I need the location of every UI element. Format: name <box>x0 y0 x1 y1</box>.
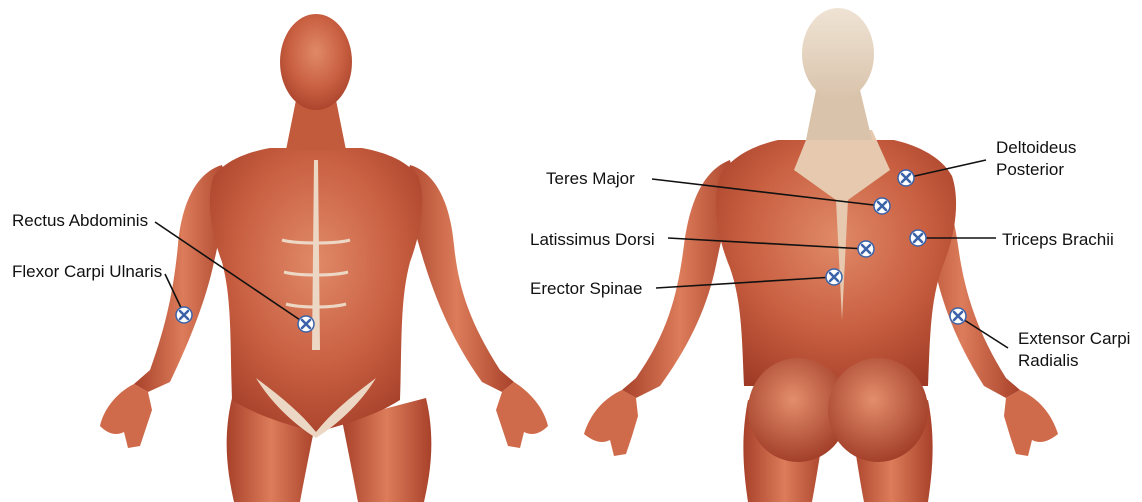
x-electrode-marker-icon <box>898 170 914 186</box>
back-right-hand <box>1004 390 1058 456</box>
label-extensor-carpi-radialis-line2: Radialis <box>1018 350 1130 372</box>
label-rectus-abdominis: Rectus Abdominis <box>12 210 148 232</box>
front-body <box>100 14 548 502</box>
label-flexor-carpi-ulnaris: Flexor Carpi Ulnaris <box>12 261 162 283</box>
x-electrode-marker-icon <box>910 230 926 246</box>
x-electrode-marker-icon <box>176 307 192 323</box>
front-head <box>280 14 352 110</box>
front-right-hand <box>496 382 548 448</box>
label-erector-spinae: Erector Spinae <box>530 278 642 300</box>
label-teres-major: Teres Major <box>546 168 635 190</box>
label-deltoideus-posterior-line2: Posterior <box>996 159 1076 181</box>
x-electrode-marker-icon <box>298 316 314 332</box>
x-electrode-marker-icon <box>950 308 966 324</box>
front-left-hand <box>100 384 152 448</box>
label-extensor-carpi-radialis-line1: Extensor Carpi <box>1018 328 1130 350</box>
label-latissimus-dorsi: Latissimus Dorsi <box>530 229 655 251</box>
back-right-glute <box>828 358 928 462</box>
x-electrode-marker-icon <box>874 198 890 214</box>
label-extensor-carpi-radialis: Extensor Carpi Radialis <box>1018 328 1130 372</box>
label-deltoideus-posterior: Deltoideus Posterior <box>996 137 1076 181</box>
label-triceps-brachii: Triceps Brachii <box>1002 229 1114 251</box>
back-body <box>584 8 1058 502</box>
x-electrode-marker-icon <box>858 241 874 257</box>
x-electrode-marker-icon <box>826 269 842 285</box>
label-deltoideus-posterior-line1: Deltoideus <box>996 137 1076 159</box>
back-head <box>802 8 874 100</box>
back-left-hand <box>584 390 638 456</box>
